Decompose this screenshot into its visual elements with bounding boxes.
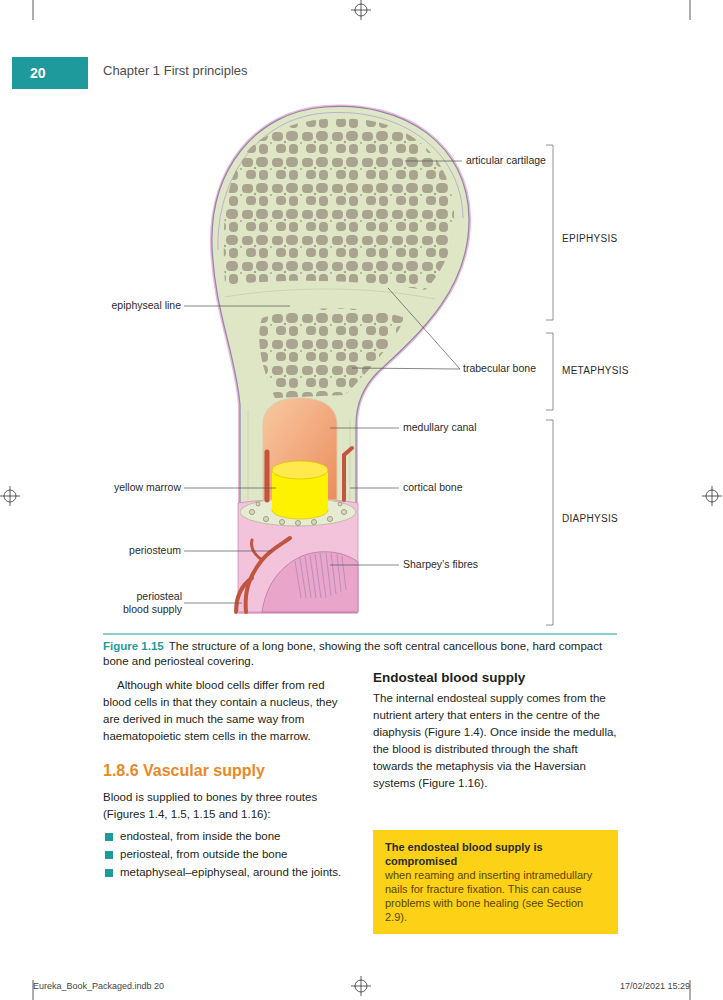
part-label: periosteum [60, 544, 181, 557]
blood-vessels [344, 448, 352, 500]
long-bone [212, 106, 469, 612]
part-label: articular cartilage [466, 154, 546, 167]
region-label: METAPHYSIS [562, 364, 629, 377]
leader-lines [184, 306, 290, 307]
part-label: epiphyseal line [60, 299, 181, 312]
bullet-item: metaphyseal–epiphyseal, around the joint… [103, 864, 348, 881]
crop-marks [712, 486, 713, 506]
body-paragraph: Although white blood cells differ from r… [103, 677, 348, 745]
blood-vessels [246, 538, 290, 612]
periosteum [327, 516, 332, 521]
leader-lines [184, 488, 276, 489]
periosteum [341, 509, 346, 514]
long-bone [212, 106, 469, 612]
section-heading: 1.8.6 Vascular supply [103, 761, 348, 781]
medullary-canal [272, 461, 328, 479]
leader-lines [184, 603, 242, 604]
leader-lines [184, 161, 462, 603]
crop-marks [361, 976, 362, 996]
crop-marks [690, 0, 691, 20]
blood-vessels [265, 452, 270, 500]
figure-number: Figure 1.15 [103, 639, 164, 654]
periosteum [295, 553, 346, 598]
print-slug: 17/02/2021 15:29 [560, 981, 690, 992]
periosteum [263, 516, 268, 521]
part-label: medullary canal [403, 421, 477, 434]
periosteum [279, 519, 284, 524]
body-paragraph: The internal endosteal supply comes from… [373, 690, 618, 792]
long-bone [248, 410, 249, 500]
caption-rule [103, 634, 617, 635]
long-bone [224, 119, 454, 290]
note-box: The endosteal blood supply is compromise… [373, 830, 618, 934]
blood-vessels [236, 578, 252, 612]
periosteum [338, 502, 342, 506]
leader-lines [405, 161, 462, 162]
bullet-item: periosteal, from outside the bone [103, 846, 348, 863]
region-brackets [546, 145, 553, 320]
figure-caption: The structure of a long bone, showing th… [103, 639, 618, 669]
long-bone [225, 289, 435, 299]
region-brackets [546, 145, 553, 625]
box-text: 20 [12, 57, 88, 89]
part-label: trabecular bone [463, 362, 536, 375]
part-label: cortical bone [403, 481, 463, 494]
long-bone [212, 106, 469, 612]
long-bone [259, 308, 405, 398]
region-label: EPIPHYSIS [562, 232, 618, 245]
region-brackets [546, 333, 553, 410]
medullary-canal [263, 398, 337, 519]
periosteum [262, 552, 358, 612]
leader-lines [330, 428, 399, 429]
crop-marks [361, 0, 362, 20]
periosteum [311, 519, 316, 524]
crop-marks [10, 486, 11, 506]
leader-lines [330, 565, 399, 566]
part-label: yellow marrow [60, 481, 181, 494]
blood-vessels [236, 448, 352, 612]
crop-marks [33, 0, 34, 20]
leader-lines [184, 551, 272, 552]
leader-lines [352, 368, 460, 369]
part-label: Sharpey’s fibres [403, 558, 478, 571]
region-brackets [546, 420, 553, 625]
bullet-item: endosteal, from inside the bone [103, 828, 348, 845]
periosteum [256, 502, 260, 506]
periosteum [238, 498, 358, 612]
box-text: The endosteal blood supply is compromise… [385, 840, 606, 868]
page-number-tab: 20 [12, 57, 88, 89]
periosteum [249, 509, 254, 514]
blood-vessels [252, 540, 262, 560]
chapter-heading: Chapter 1 First principles [103, 63, 248, 79]
box-body: when reaming and inserting intramedullar… [385, 868, 606, 924]
leader-lines [388, 288, 460, 369]
subsection-heading: Endosteal blood supply [373, 669, 618, 687]
part-label: periosteal blood supply [112, 590, 182, 616]
leader-lines [350, 488, 399, 489]
region-label: DIAPHYSIS [562, 512, 618, 525]
periosteum [295, 520, 300, 525]
body-paragraph: Blood is supplied to bones by three rout… [103, 789, 348, 823]
print-slug: Eureka_Book_Packaged.indb 20 [33, 981, 164, 992]
